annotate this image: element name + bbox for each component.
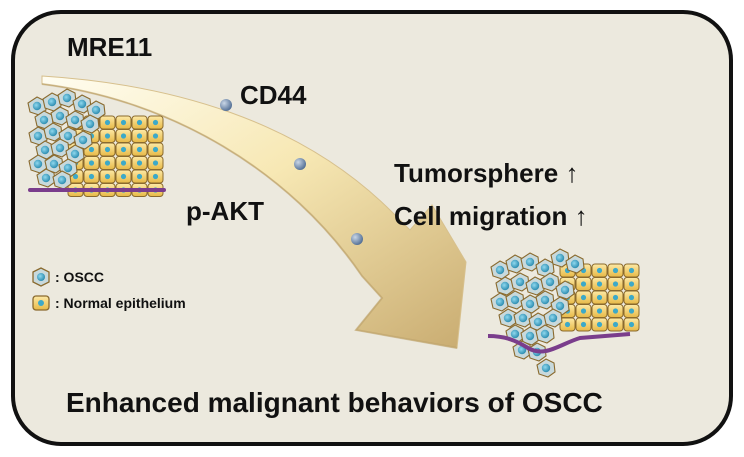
cd44-label: CD44: [240, 80, 307, 110]
oscc-cell: [36, 168, 56, 188]
oscc-cell: [543, 308, 563, 328]
normal-cell: [575, 317, 592, 332]
cell-migration-label: Cell migration ↑: [394, 201, 588, 231]
oscc-legend-label: : OSCC: [55, 269, 104, 285]
normal-cell: [115, 142, 132, 157]
normal-epithelium-legend-icon: [32, 295, 50, 311]
arrow-shadow: [41, 83, 458, 349]
oscc-cell: [535, 290, 555, 310]
oscc-cell: [50, 138, 70, 158]
oscc-cell: [27, 96, 47, 116]
normal-cell: [83, 169, 100, 184]
normal-cell: [591, 317, 608, 332]
normal-cell: [131, 169, 148, 184]
conclusion-title: Enhanced malignant behaviors of OSCC: [66, 387, 603, 418]
oscc-cell: [513, 308, 533, 328]
normal-cell: [147, 129, 164, 143]
normal-cell: [607, 304, 624, 318]
normal-cell: [591, 304, 608, 318]
oscc-cell: [80, 114, 100, 134]
normal-cell: [591, 263, 608, 278]
normal-cell: [607, 290, 624, 305]
normal-cell: [623, 317, 640, 332]
normal-cell: [131, 129, 148, 143]
normal-cell: [575, 290, 592, 305]
normal-cell: [623, 263, 640, 278]
normal-cell: [607, 317, 624, 332]
oscc-cell: [536, 358, 556, 378]
normal-cell: [147, 156, 164, 170]
normal-cell: [99, 115, 116, 130]
normal-cell: [99, 169, 116, 184]
normal-cell: [131, 115, 148, 130]
normal-cell: [99, 156, 116, 170]
normal-cell: [115, 156, 132, 170]
normal-cell: [607, 277, 624, 291]
oscc-cell: [50, 106, 70, 126]
normal-cell: [99, 142, 116, 157]
tissue-cluster-left: [27, 88, 166, 197]
pakt-dot: [294, 158, 306, 170]
normal-cell: [83, 156, 100, 170]
normal-cell: [575, 277, 592, 291]
basement-membrane-left: [28, 188, 166, 192]
oscc-legend-icon: [32, 267, 50, 287]
normal-cell: [147, 169, 164, 184]
normal-epithelium-legend-label: : Normal epithelium: [55, 295, 186, 311]
oscc-cell: [498, 308, 518, 328]
tumorsphere-label: Tumorsphere ↑: [394, 158, 579, 188]
normal-cell: [623, 290, 640, 305]
oscc-cell: [510, 272, 530, 292]
normal-cell: [99, 129, 116, 143]
oscc-cell: [495, 276, 515, 296]
oscc-cell: [550, 248, 570, 268]
oscc-cell: [535, 324, 555, 344]
oscc-cell: [72, 94, 92, 114]
tissue-cluster-right: [487, 248, 640, 378]
normal-cell: [607, 263, 624, 278]
oscc-cell: [73, 130, 93, 150]
normal-cell: [591, 290, 608, 305]
oscc-cell: [520, 252, 540, 272]
oscc-cell: [505, 290, 525, 310]
normal-cell: [623, 304, 640, 318]
oscc-cell: [35, 140, 55, 160]
oscc-cell: [44, 154, 64, 174]
oscc-cell: [555, 280, 575, 300]
normal-cell: [131, 142, 148, 157]
oscc-cell: [57, 88, 77, 108]
pakt-label: p-AKT: [186, 196, 264, 226]
oscc-cell: [565, 254, 585, 274]
oscc-cell: [490, 292, 510, 312]
normal-cell: [115, 129, 132, 143]
oscc-cell: [535, 258, 555, 278]
normal-cell: [115, 115, 132, 130]
cd44-dot: [220, 99, 232, 111]
normal-cell: [147, 115, 164, 130]
oscc-cell: [520, 326, 540, 346]
mre11-label: MRE11: [67, 32, 153, 62]
normal-cell: [623, 277, 640, 291]
oscc-cell: [52, 170, 72, 190]
oscc-cell: [86, 100, 106, 120]
basement-membrane-right: [487, 332, 631, 354]
oscc-cell: [65, 110, 85, 130]
normal-cell: [147, 142, 164, 157]
oscc-cell: [540, 272, 560, 292]
normal-cell: [115, 169, 132, 184]
normal-cell: [575, 304, 592, 318]
normal-cell: [591, 277, 608, 291]
oscc-cell: [525, 276, 545, 296]
downstream-dot: [351, 233, 363, 245]
oscc-cell: [65, 144, 85, 164]
normal-cell: [559, 317, 576, 332]
normal-cell: [131, 156, 148, 170]
oscc-cell: [43, 122, 63, 142]
